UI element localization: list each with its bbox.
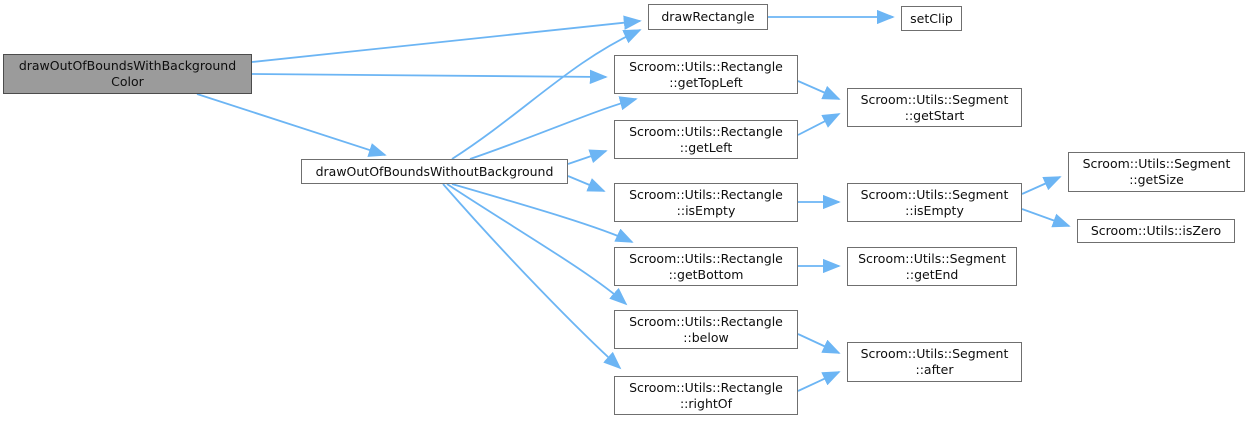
node-label: Scroom::Utils::Segment [860, 186, 1009, 202]
node-label: Scroom::Utils::Rectangle [629, 250, 783, 266]
node-label: Scroom::Utils::isZero [1090, 223, 1222, 238]
edge-withoutbackground-to-rect-isempty [567, 175, 606, 192]
edge-withoutbackground-to-below [446, 183, 628, 306]
node-segment-get-start[interactable]: Scroom::Utils::Segment ::getStart [847, 88, 1022, 127]
node-label: ::isEmpty [905, 202, 964, 218]
node-rectangle-below[interactable]: Scroom::Utils::Rectangle ::below [614, 310, 798, 349]
edge-rightof-to-after [797, 371, 841, 392]
edge-withoutbackground-to-getbottom [451, 183, 634, 243]
node-rectangle-get-left[interactable]: Scroom::Utils::Rectangle ::getLeft [614, 120, 798, 159]
edge-withbackground-to-drawrectangle [251, 15, 642, 63]
node-label: ::after [915, 362, 954, 377]
edge-withbackground-to-withoutbackground [196, 93, 387, 157]
node-label: drawOutOfBoundsWithoutBackground [315, 163, 554, 179]
node-label: Scroom::Utils::Rectangle [629, 379, 783, 395]
node-segment-get-end[interactable]: Scroom::Utils::Segment ::getEnd [847, 247, 1017, 286]
edge-seg-isempty-to-getsize [1021, 176, 1062, 195]
node-label: Color [111, 74, 144, 89]
node-rectangle-get-top-left[interactable]: Scroom::Utils::Rectangle ::getTopLeft [614, 55, 798, 94]
node-label: Scroom::Utils::Rectangle [629, 58, 783, 74]
node-draw-out-of-bounds-with-background-color: drawOutOfBoundsWithBackground Color [3, 54, 252, 94]
node-label: Scroom::Utils::Rectangle [629, 186, 783, 202]
node-label: ::isEmpty [676, 202, 736, 218]
node-draw-rectangle[interactable]: drawRectangle [648, 4, 768, 30]
node-draw-out-of-bounds-without-background[interactable]: drawOutOfBoundsWithoutBackground [301, 159, 568, 184]
node-segment-is-empty[interactable]: Scroom::Utils::Segment ::isEmpty [847, 183, 1022, 222]
node-label: ::rightOf [679, 395, 733, 411]
node-label: ::getBottom [668, 266, 744, 282]
node-label: setClip [910, 10, 953, 26]
node-label: ::getTopLeft [669, 74, 743, 90]
edge-withoutbackground-to-gettopleft [469, 96, 638, 160]
node-label: ::below [683, 329, 729, 345]
edge-seg-isempty-to-iszero [1021, 208, 1071, 228]
edge-below-to-after [797, 333, 841, 354]
node-rectangle-is-empty[interactable]: Scroom::Utils::Rectangle ::isEmpty [614, 183, 798, 222]
node-label: Scroom::Utils::Segment [860, 346, 1009, 361]
node-label: Scroom::Utils::Segment [858, 250, 1006, 266]
edge-withoutbackground-to-getleft [567, 149, 608, 165]
node-label: ::getLeft [679, 139, 733, 155]
node-set-clip[interactable]: setClip [901, 6, 962, 31]
node-rectangle-right-of[interactable]: Scroom::Utils::Rectangle ::rightOf [614, 376, 798, 415]
node-label: ::getEnd [905, 266, 959, 282]
edge-withbackground-to-gettopleft [251, 69, 608, 85]
node-segment-get-size[interactable]: Scroom::Utils::Segment ::getSize [1068, 152, 1245, 192]
edge-withoutbackground-to-rightof [442, 183, 622, 370]
node-utils-is-zero[interactable]: Scroom::Utils::isZero [1077, 219, 1235, 243]
node-label: Scroom::Utils::Rectangle [629, 123, 783, 139]
node-label: Scroom::Utils::Rectangle [629, 313, 783, 329]
node-label: drawRectangle [661, 9, 755, 24]
node-segment-after[interactable]: Scroom::Utils::Segment ::after [847, 342, 1022, 382]
node-rectangle-get-bottom[interactable]: Scroom::Utils::Rectangle ::getBottom [614, 247, 798, 286]
edge-getleft-to-getstart [797, 113, 841, 136]
edge-gettopleft-to-getstart [797, 80, 841, 100]
node-label: Scroom::Utils::Segment [1082, 156, 1231, 171]
node-label: ::getSize [1129, 172, 1184, 187]
edge-withoutbackground-to-drawrectangle [451, 29, 642, 160]
node-label: ::getStart [904, 107, 965, 123]
node-label: drawOutOfBoundsWithBackground [18, 58, 237, 73]
node-label: Scroom::Utils::Segment [860, 91, 1009, 107]
